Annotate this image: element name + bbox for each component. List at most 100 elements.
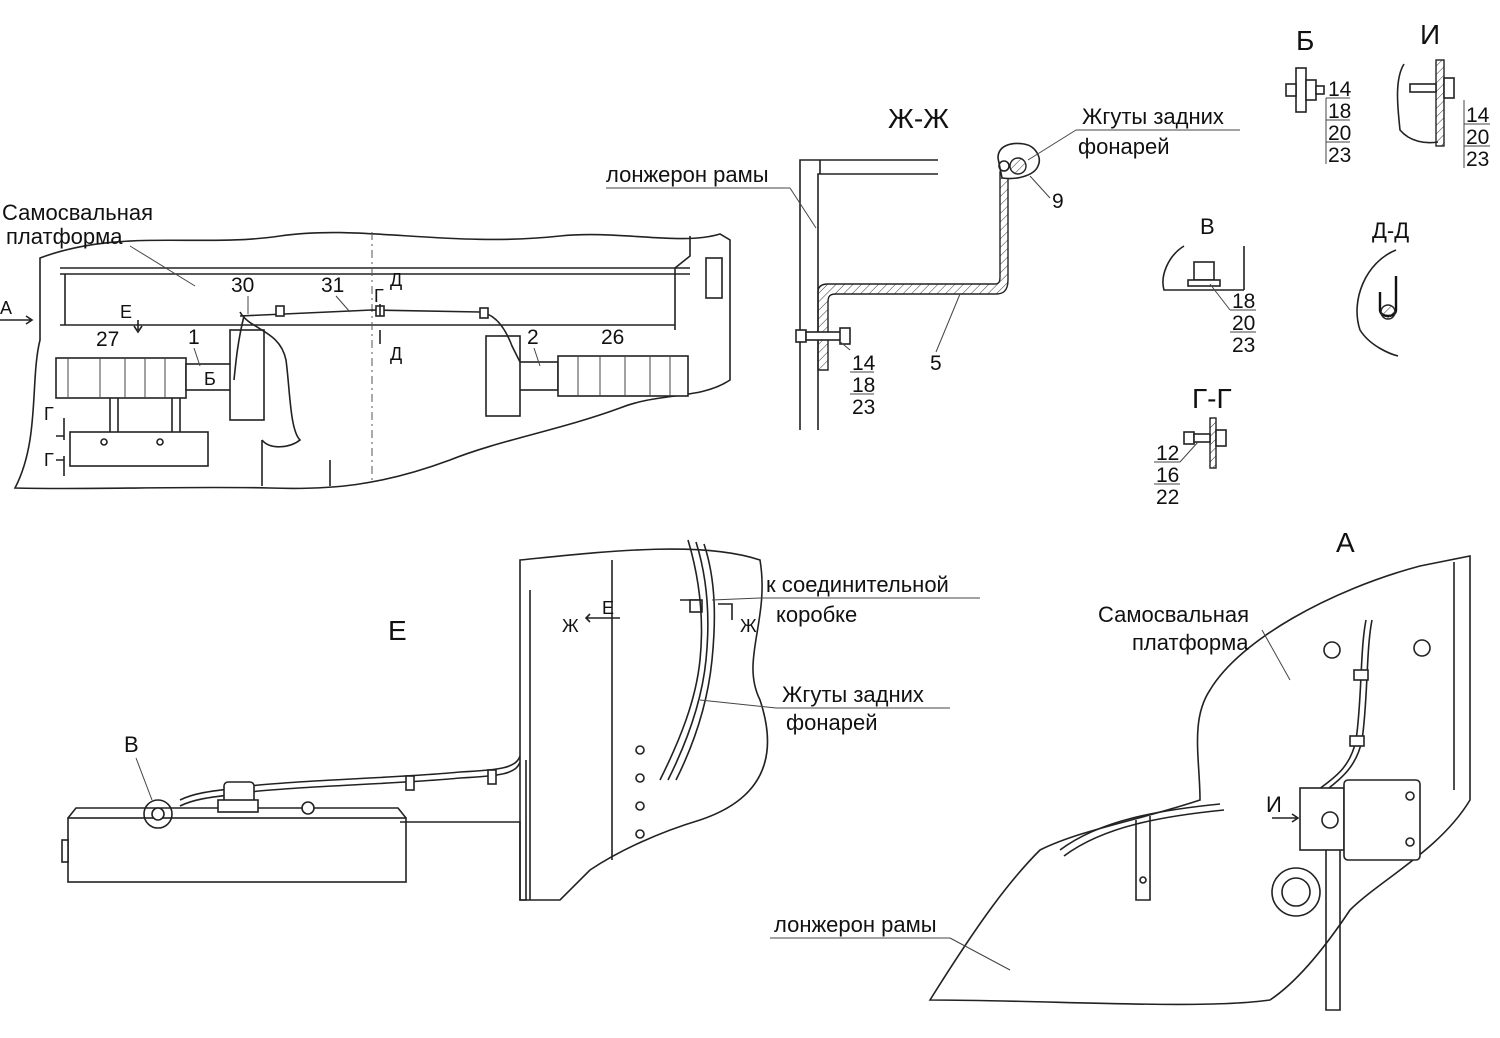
label-view-b-marker: Б bbox=[204, 369, 216, 389]
callout-v-23: 23 bbox=[1232, 334, 1255, 357]
side-bracket bbox=[705, 257, 723, 299]
callout-26: 26 bbox=[601, 326, 624, 349]
plate-bolt bbox=[156, 438, 164, 446]
bolt-head bbox=[1285, 83, 1297, 97]
callout-b-14: 14 bbox=[1328, 78, 1352, 101]
frame-lines bbox=[261, 440, 331, 486]
clip bbox=[275, 305, 285, 317]
label-zh-left: Ж bbox=[562, 616, 579, 636]
hole bbox=[635, 745, 645, 755]
wire-drop-left bbox=[233, 315, 245, 381]
label-view-e: Е bbox=[120, 302, 132, 322]
lamp-side-view: В bbox=[61, 732, 527, 901]
callout-1: 1 bbox=[188, 326, 200, 349]
view-v-outline bbox=[1162, 245, 1244, 291]
hole bbox=[1323, 641, 1341, 659]
callout-31: 31 bbox=[321, 274, 344, 297]
label-to-junction-box-1: к соединительной bbox=[766, 572, 949, 597]
right-hinge-bracket bbox=[485, 335, 521, 417]
leader-gg bbox=[1179, 441, 1199, 463]
connector-base bbox=[217, 799, 259, 813]
section-gg: Г-Г 12 16 22 bbox=[1154, 383, 1232, 509]
view-i: И 14 20 23 bbox=[1396, 19, 1490, 171]
callout-27: 27 bbox=[96, 328, 119, 351]
label-zh-right: Ж bbox=[740, 616, 757, 636]
leader-31 bbox=[335, 295, 351, 313]
label-to-junction-box-2: коробке bbox=[776, 602, 857, 627]
bolt bbox=[151, 807, 165, 821]
label-section-d-top: Д bbox=[390, 270, 402, 290]
nut bbox=[1321, 811, 1339, 829]
leader-frame-rail bbox=[789, 187, 817, 229]
view-a-outline bbox=[928, 555, 1471, 1006]
large-hole-inner bbox=[1281, 877, 1311, 907]
bolt-end bbox=[1315, 85, 1325, 95]
leader-zh bbox=[837, 339, 851, 351]
callout-b-23: 23 bbox=[1328, 144, 1351, 167]
right-tail-lamp-26 bbox=[557, 355, 689, 397]
leader-frame-rail-bottom bbox=[949, 937, 1011, 971]
leader-1 bbox=[193, 347, 201, 367]
callout-gg-12: 12 bbox=[1156, 442, 1179, 465]
arrow-view-i bbox=[1272, 813, 1300, 823]
label-e-small: Е bbox=[602, 598, 614, 618]
arrow-view-e bbox=[133, 320, 143, 334]
bolt-head bbox=[1183, 431, 1195, 445]
rear-view-assembly: Самосвальная платформа А Е 27 1 30 31 2 … bbox=[0, 200, 731, 490]
view-e-title: Е bbox=[388, 615, 407, 646]
callout-30: 30 bbox=[231, 274, 254, 297]
section-line-g bbox=[56, 418, 65, 476]
label-section-g-top: Г bbox=[374, 286, 384, 306]
label-harness-top-1: Жгуты задних bbox=[1082, 104, 1224, 129]
view-outline bbox=[13, 231, 731, 490]
bolt-hole bbox=[1405, 791, 1415, 801]
nut bbox=[839, 327, 851, 345]
label-frame-rail-top: лонжерон рамы bbox=[606, 162, 769, 187]
wire-bundle bbox=[1380, 304, 1396, 320]
label-section-g-left-2: Г bbox=[44, 450, 54, 470]
large-hole bbox=[1271, 867, 1321, 917]
label-view-i-arrow: И bbox=[1266, 792, 1282, 817]
clip bbox=[487, 769, 497, 785]
harness-wire bbox=[1323, 619, 1373, 793]
view-i-title: И bbox=[1420, 19, 1440, 50]
callout-v-18: 18 bbox=[1232, 290, 1255, 313]
bolt bbox=[301, 801, 315, 815]
leader-2 bbox=[533, 347, 541, 367]
callout-gg-22: 22 bbox=[1156, 486, 1179, 509]
nut bbox=[1215, 429, 1227, 447]
section-zh-title: Ж-Ж bbox=[888, 103, 949, 134]
clip bbox=[405, 775, 415, 791]
bolt-hole bbox=[1405, 837, 1415, 847]
callout-5: 5 bbox=[930, 352, 942, 375]
left-tail-lamp-27 bbox=[55, 357, 187, 399]
view-v-title: В bbox=[1200, 214, 1215, 239]
clamp-hole bbox=[1139, 876, 1147, 884]
callout-v-20: 20 bbox=[1232, 312, 1255, 335]
callout-circle-v bbox=[143, 799, 173, 829]
view-b-title: Б bbox=[1296, 25, 1314, 56]
harness-wire bbox=[998, 160, 1010, 172]
section-zh-zh: Ж-Ж лонжерон рамы Жгуты задних фонарей 9… bbox=[606, 103, 1240, 430]
license-plate bbox=[69, 431, 209, 467]
callout-zh-23: 23 bbox=[852, 396, 875, 419]
label-section-g-left-1: Г bbox=[44, 404, 54, 424]
label-dump-platform-2: платформа bbox=[6, 224, 123, 249]
label-frame-rail-bottom: лонжерон рамы bbox=[774, 912, 937, 937]
wire-harness-30 bbox=[239, 311, 302, 448]
arrow-view-a bbox=[0, 315, 34, 325]
tie bbox=[1353, 669, 1369, 681]
mount-bracket bbox=[400, 760, 527, 901]
callout-i-20: 20 bbox=[1466, 126, 1489, 149]
callout-zh-18: 18 bbox=[852, 374, 875, 397]
lamp-body bbox=[67, 817, 407, 883]
label-dump-platform-1: Самосвальная bbox=[2, 200, 153, 225]
view-a-title: А bbox=[1336, 527, 1355, 558]
hole bbox=[635, 801, 645, 811]
label-section-d-bottom: Д bbox=[390, 344, 402, 364]
label-view-v-marker: В bbox=[124, 732, 139, 757]
callout-2: 2 bbox=[527, 326, 539, 349]
bolt-shank bbox=[1193, 433, 1211, 443]
view-e: Е Ж Ж Е к соединительной коробке Жгуты з… bbox=[388, 539, 980, 901]
